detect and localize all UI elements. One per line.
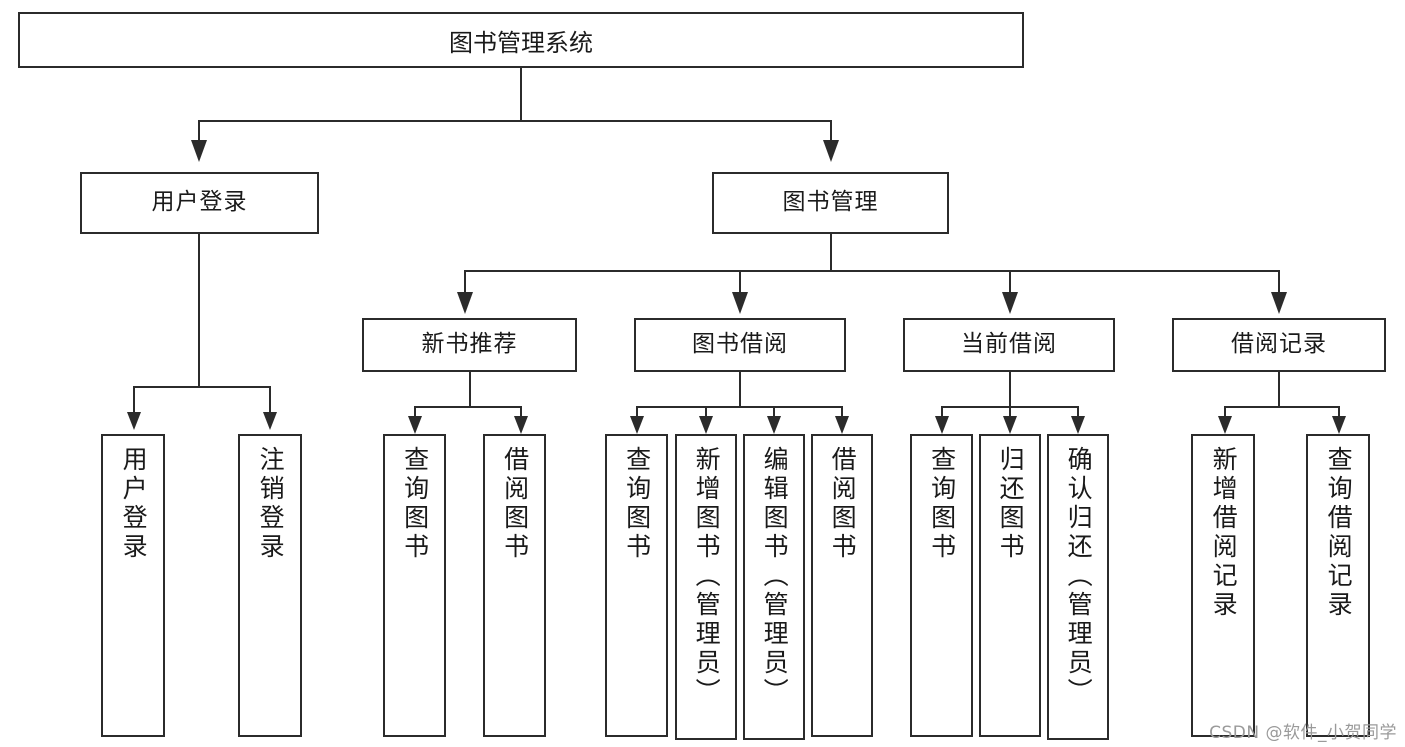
leaf-confirm-return[interactable]: 确认归还（管理员） bbox=[1047, 434, 1109, 740]
arrow-to-leaf-add-record bbox=[1218, 416, 1232, 434]
connector-borrow-trunk bbox=[739, 372, 741, 406]
arrow-to-leaf-edit-book bbox=[767, 416, 781, 434]
arrow-to-book-manage bbox=[823, 140, 839, 162]
leaf-label: 借阅图书 bbox=[500, 446, 530, 562]
connector-borrow-drop-2 bbox=[705, 406, 707, 418]
leaf-label: 归还图书 bbox=[996, 446, 1026, 562]
arrow-to-current-borrow bbox=[1002, 292, 1018, 314]
leaf-borrow-book-borrow[interactable]: 借阅图书 bbox=[811, 434, 873, 737]
arrow-to-leaf-user-login bbox=[127, 412, 141, 430]
connector-recommend-drop-1 bbox=[414, 406, 416, 418]
leaf-label: 查询图书 bbox=[622, 446, 652, 562]
csdn-watermark: CSDN @软件_小贺同学 bbox=[1209, 723, 1397, 743]
node-label: 新书推荐 bbox=[421, 331, 518, 358]
connector-level2-bus bbox=[198, 120, 832, 122]
leaf-label: 注销登录 bbox=[256, 446, 286, 562]
node-label: 图书管理 bbox=[782, 189, 879, 216]
node-label: 图书管理系统 bbox=[449, 28, 593, 57]
arrow-to-leaf-query-book-2 bbox=[630, 416, 644, 434]
node-root-system[interactable]: 图书管理系统 bbox=[18, 12, 1024, 68]
connector-level3-drop-1 bbox=[464, 270, 466, 292]
connector-borrow-bus bbox=[636, 406, 843, 408]
leaf-label: 借阅图书 bbox=[828, 446, 858, 562]
arrow-to-leaf-user-logout bbox=[263, 412, 277, 430]
leaf-label: 新增借阅记录 bbox=[1209, 446, 1239, 620]
arrow-to-user-login bbox=[191, 140, 207, 162]
leaf-add-book[interactable]: 新增图书（管理员） bbox=[675, 434, 737, 740]
connector-record-drop-1 bbox=[1224, 406, 1226, 418]
node-new-book-recommend[interactable]: 新书推荐 bbox=[362, 318, 577, 372]
connector-level3-drop-3 bbox=[1009, 270, 1011, 292]
connector-borrow-drop-3 bbox=[773, 406, 775, 418]
connector-record-bus bbox=[1224, 406, 1340, 408]
connector-root-trunk bbox=[520, 68, 522, 120]
leaf-borrow-book-recommend[interactable]: 借阅图书 bbox=[483, 434, 546, 737]
leaf-query-book-recommend[interactable]: 查询图书 bbox=[383, 434, 446, 737]
connector-borrow-drop-4 bbox=[841, 406, 843, 418]
connector-level3-drop-2 bbox=[739, 270, 741, 292]
leaf-user-login[interactable]: 用户登录 bbox=[101, 434, 165, 737]
connector-current-drop-2 bbox=[1009, 406, 1011, 418]
arrow-to-leaf-query-record bbox=[1332, 416, 1346, 434]
connector-record-drop-2 bbox=[1338, 406, 1340, 418]
node-borrow-record[interactable]: 借阅记录 bbox=[1172, 318, 1386, 372]
leaf-query-book-current[interactable]: 查询图书 bbox=[910, 434, 973, 737]
leaf-label: 查询借阅记录 bbox=[1324, 446, 1354, 620]
connector-current-trunk bbox=[1009, 372, 1011, 406]
arrow-to-leaf-return-book bbox=[1003, 416, 1017, 434]
leaf-label: 确认归还（管理员） bbox=[1064, 446, 1094, 707]
connector-level2-right-drop bbox=[830, 120, 832, 140]
leaf-query-book-borrow[interactable]: 查询图书 bbox=[605, 434, 668, 737]
arrow-to-leaf-add-book bbox=[699, 416, 713, 434]
arrow-to-leaf-confirm-return bbox=[1071, 416, 1085, 434]
connector-level2-left-drop bbox=[198, 120, 200, 140]
leaf-label: 用户登录 bbox=[119, 446, 149, 562]
leaf-label: 查询图书 bbox=[400, 446, 430, 562]
node-book-manage[interactable]: 图书管理 bbox=[712, 172, 949, 234]
connector-recommend-bus bbox=[414, 406, 522, 408]
node-current-borrow[interactable]: 当前借阅 bbox=[903, 318, 1115, 372]
node-label: 用户登录 bbox=[151, 189, 248, 216]
arrow-to-new-book-recommend bbox=[457, 292, 473, 314]
connector-user-login-bus bbox=[133, 386, 271, 388]
leaf-label: 查询图书 bbox=[927, 446, 957, 562]
connector-level3-drop-4 bbox=[1278, 270, 1280, 292]
leaf-edit-book[interactable]: 编辑图书（管理员） bbox=[743, 434, 805, 740]
leaf-return-book[interactable]: 归还图书 bbox=[979, 434, 1041, 737]
arrow-to-borrow-record bbox=[1271, 292, 1287, 314]
connector-book-manage-trunk bbox=[830, 234, 832, 270]
node-book-borrow[interactable]: 图书借阅 bbox=[634, 318, 846, 372]
leaf-user-logout[interactable]: 注销登录 bbox=[238, 434, 302, 737]
node-label: 当前借阅 bbox=[961, 331, 1057, 358]
arrow-to-leaf-query-book-3 bbox=[935, 416, 949, 434]
connector-borrow-drop-1 bbox=[636, 406, 638, 418]
arrow-to-book-borrow bbox=[732, 292, 748, 314]
connector-record-trunk bbox=[1278, 372, 1280, 406]
leaf-label: 新增图书（管理员） bbox=[692, 446, 722, 707]
connector-recommend-drop-2 bbox=[520, 406, 522, 418]
connector-current-drop-3 bbox=[1077, 406, 1079, 418]
connector-recommend-trunk bbox=[469, 372, 471, 406]
connector-level3-bus bbox=[464, 270, 1280, 272]
node-label: 图书借阅 bbox=[692, 331, 788, 358]
connector-user-login-trunk bbox=[198, 234, 200, 386]
leaf-label: 编辑图书（管理员） bbox=[760, 446, 790, 707]
node-user-login[interactable]: 用户登录 bbox=[80, 172, 319, 234]
arrow-to-leaf-borrow-book-1 bbox=[514, 416, 528, 434]
connector-user-login-leaf2-drop bbox=[269, 386, 271, 412]
leaf-add-record[interactable]: 新增借阅记录 bbox=[1191, 434, 1255, 737]
leaf-query-record[interactable]: 查询借阅记录 bbox=[1306, 434, 1370, 737]
arrow-to-leaf-borrow-book-2 bbox=[835, 416, 849, 434]
arrow-to-leaf-query-book-1 bbox=[408, 416, 422, 434]
connector-current-drop-1 bbox=[941, 406, 943, 418]
connector-user-login-leaf1-drop bbox=[133, 386, 135, 412]
node-label: 借阅记录 bbox=[1231, 331, 1327, 358]
